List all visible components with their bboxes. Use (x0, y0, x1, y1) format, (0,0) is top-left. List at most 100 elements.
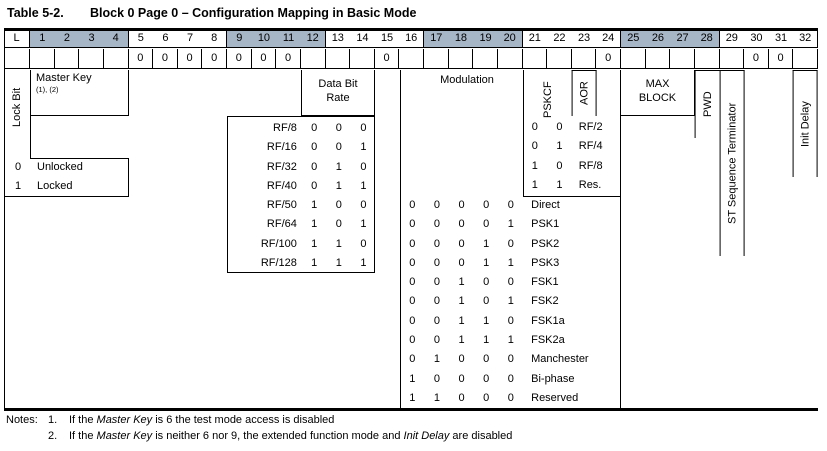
modulation-bit: 0 (433, 256, 440, 269)
pskcf-frame (522, 70, 621, 197)
modulation-bit: 0 (409, 218, 416, 231)
data-rate-label: RF/50 (266, 199, 297, 212)
value-cell-bit-18 (449, 48, 474, 68)
value-cell-bit-6: 0 (153, 48, 178, 68)
header-cell-bit-21: 21 (528, 32, 541, 44)
data-rate-bit: 0 (360, 160, 367, 173)
modulation-bit: 0 (433, 334, 440, 347)
modulation-value-label: FSK2 (531, 295, 559, 308)
modulation-bit: 0 (409, 237, 416, 250)
modulation-bit: 1 (483, 314, 490, 327)
pskcf-value-label: Res. (578, 178, 602, 191)
value-cell-bit-27 (670, 48, 695, 68)
header-cell-bit-13: 13 (331, 32, 344, 44)
data-rate-bit: 1 (311, 237, 318, 250)
header-bottom-border (4, 68, 818, 69)
aor-box: AOR (571, 70, 597, 116)
value-cell-bit-21 (523, 48, 548, 68)
data-rate-bit: 0 (335, 122, 342, 134)
modulation-bit: 0 (433, 237, 440, 250)
modulation-bit: 1 (483, 237, 490, 250)
modulation-value-label: Manchester (531, 353, 589, 366)
note-number: 2. (48, 430, 58, 442)
init-delay-box: Init Delay (793, 70, 818, 177)
modulation-bit: 0 (409, 276, 416, 289)
header-cell-bit-31: 31 (774, 32, 788, 44)
header-cell-bit-15: 15 (380, 32, 394, 44)
value-cell-bit-13 (326, 48, 351, 68)
header-cell-bit-7: 7 (187, 32, 194, 44)
modulation-value-label: FSK1a (531, 314, 565, 327)
note-segment: If the (69, 430, 97, 442)
header-cell-bit-3: 3 (79, 31, 104, 47)
data-rate-bit: 1 (360, 141, 367, 154)
notes-label: Notes: (6, 414, 38, 426)
value-cell-bit-26 (646, 48, 671, 68)
data-rate-bit: 1 (360, 257, 367, 270)
pskcf-bit: 1 (531, 159, 538, 172)
header-cell-bit-23: 23 (577, 32, 591, 44)
header-cell-bit-19: 19 (473, 31, 498, 47)
lock-legend-label: Locked (37, 180, 73, 193)
pskcf-bit: 1 (556, 178, 563, 191)
modulation-bit: 0 (409, 256, 416, 269)
modulation-bit: 0 (507, 237, 514, 250)
header-cell-bit-18: 18 (448, 31, 474, 47)
note-italic-term: Init Delay (403, 430, 450, 442)
lock-legend-label: Unlocked (37, 161, 83, 173)
modulation-bit: 1 (507, 256, 514, 269)
modulation-label: Modulation (440, 74, 494, 86)
lock-legend-row: 0 Unlocked (4, 158, 128, 177)
pwd-box: PWD (695, 70, 720, 138)
value-cell-lock (4, 48, 30, 68)
modulation-bit: 0 (433, 314, 440, 327)
data-rate-label: RF/64 (266, 218, 297, 231)
header-cell-bit-6: 6 (162, 32, 169, 44)
value-cell-bit-24: 0 (596, 48, 621, 68)
value-cell-bit-22 (547, 48, 572, 68)
modulation-bit: 0 (433, 199, 440, 211)
header-cell-bit-1: 1 (30, 31, 55, 47)
data-rate-bit: 1 (360, 179, 367, 192)
modulation-bit: 0 (483, 218, 490, 231)
header-cell-lock: L (4, 31, 30, 47)
table-title: Table 5-2. Block 0 Page 0 – Configuratio… (7, 6, 416, 20)
value-cell-bit-15: 0 (375, 48, 400, 68)
data-rate-label: RF/40 (266, 179, 297, 192)
value-cell-bit-2 (55, 48, 80, 68)
header-cell-bit-30: 30 (750, 32, 763, 44)
modulation-frame (400, 70, 621, 408)
modulation-bit: 1 (433, 353, 440, 366)
value-cell-bit-4 (104, 48, 129, 68)
modulation-value-label: Bi-phase (531, 372, 575, 385)
modulation-bit: 0 (458, 353, 465, 366)
modulation-value-label: Direct (531, 199, 560, 211)
modulation-bit: 0 (458, 372, 465, 385)
header-cell-bit-22: 22 (553, 32, 566, 44)
pskcf-bit: 1 (556, 140, 563, 153)
pskcf-value-label: RF/4 (578, 140, 603, 153)
lock-legend-value: 0 (14, 161, 22, 173)
modulation-bit: 0 (409, 353, 416, 366)
pskcf-bit: 0 (531, 121, 538, 133)
data-rate-bit: 1 (360, 218, 367, 231)
modulation-value-label: PSK2 (531, 237, 560, 250)
notes-rows: 1.If the Master Key is 6 the test mode a… (6, 412, 512, 444)
modulation-bit: 1 (458, 334, 465, 347)
modulation-bit: 1 (458, 314, 465, 327)
data-rate-bit: 0 (335, 199, 342, 212)
modulation-value-label: PSK1 (531, 218, 560, 231)
modulation-bit: 1 (483, 334, 490, 347)
header-cell-bit-11: 11 (276, 31, 301, 47)
data-rate-label: RF/8 (273, 122, 297, 134)
